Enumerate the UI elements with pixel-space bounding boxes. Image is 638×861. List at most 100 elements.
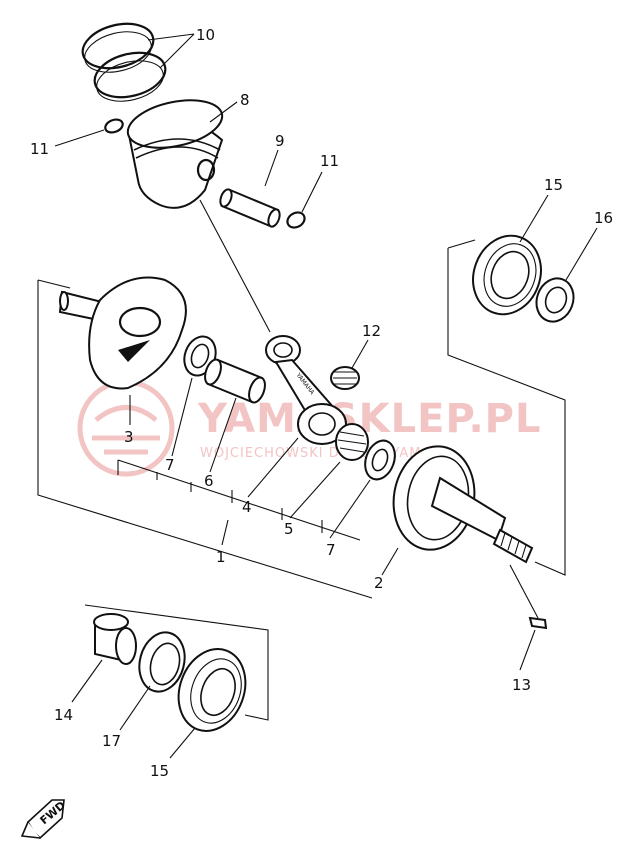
label-16: 16	[594, 209, 613, 227]
crank-assembly-bracket-top	[37, 279, 71, 289]
label-8: 8	[240, 91, 250, 109]
washer-right-inner	[371, 448, 389, 472]
piston-pin-bore	[196, 158, 216, 182]
bearing-left-outer	[177, 648, 247, 732]
leader-12	[351, 339, 369, 369]
watermark-brand: YAMASKLEP.PL	[197, 396, 541, 442]
piston-groove-1	[133, 138, 221, 151]
label-5: 5	[284, 520, 294, 538]
leader-15-bottom	[169, 727, 196, 759]
piston-ring-lower-inner	[96, 60, 164, 102]
piston-ring-upper	[81, 22, 155, 70]
piston-clip-right	[286, 211, 306, 229]
crank-right-shaft-thread	[492, 528, 534, 564]
leader-13	[519, 629, 536, 671]
label-3: 3	[124, 428, 134, 446]
part-labels: 10 8 11 9 11 15 16 12 3 7 6 4 5 7 1 2 13…	[30, 26, 613, 780]
oil-seal	[535, 277, 575, 323]
conrod-big-end	[297, 403, 347, 445]
woodruff-key	[528, 616, 548, 630]
washer-right-outer	[364, 439, 396, 481]
leader-1	[221, 519, 229, 546]
leader-4	[247, 437, 299, 498]
crank-index-ticks	[117, 460, 323, 533]
label-9: 9	[275, 132, 285, 150]
crank-half-right	[392, 445, 534, 564]
crank-left-shaft-end	[59, 291, 69, 311]
washer-left-inner	[190, 343, 210, 369]
piston-ring-lower	[93, 51, 167, 99]
collar-top	[93, 613, 129, 631]
washer-right	[364, 439, 396, 481]
crank-right-thread-lines	[500, 532, 527, 559]
leader-11-right	[301, 171, 323, 213]
crank-pin-end-right	[248, 376, 266, 404]
oil-seal-lower-outer	[138, 631, 186, 693]
collar	[93, 613, 137, 665]
leader-7-left	[171, 377, 193, 457]
leader-17	[119, 685, 151, 731]
oil-seal-inner	[544, 286, 568, 314]
connecting-rod: YAMAHA	[265, 335, 347, 445]
label-7-right: 7	[326, 541, 336, 559]
piston-crown	[126, 99, 224, 149]
lower-bearing-bracket	[84, 604, 269, 721]
label-11-left: 11	[30, 140, 49, 158]
leader-11-left	[54, 129, 105, 147]
label-17: 17	[102, 732, 121, 750]
bearing-left-inner	[200, 667, 236, 717]
piston-rings	[81, 22, 167, 102]
label-11-right: 11	[320, 152, 339, 170]
crank-left-web	[88, 276, 187, 390]
fwd-direction-marker: FWD	[20, 799, 68, 840]
label-2: 2	[374, 574, 384, 592]
leader-10	[147, 33, 195, 69]
crank-half-left	[58, 276, 187, 390]
crank-pin	[204, 358, 266, 404]
crank-assembly-index-line	[117, 459, 361, 541]
crank-pin-end-left	[204, 358, 222, 386]
label-10: 10	[196, 26, 215, 44]
leader-16	[565, 227, 598, 281]
piston-groove-2	[135, 146, 219, 159]
label-14: 14	[54, 706, 73, 724]
collar-face	[115, 627, 137, 665]
label-15-top: 15	[544, 176, 563, 194]
leader-piston-rod	[199, 199, 271, 333]
leader-9	[264, 149, 279, 187]
crank-assembly-bracket	[37, 280, 373, 599]
big-end-bearing-rollers	[337, 431, 367, 453]
bearing-right-inner	[490, 250, 530, 300]
oil-seal-outer	[535, 277, 575, 323]
bearing-left	[177, 648, 247, 732]
leader-14	[71, 659, 103, 703]
piston-clips	[104, 118, 306, 229]
bearing-right	[472, 234, 542, 316]
assembly-frames	[37, 239, 566, 721]
label-4: 4	[242, 498, 252, 516]
bearing-right-balls	[483, 243, 537, 307]
leader-5	[289, 461, 341, 519]
right-bearing-bracket	[447, 248, 566, 576]
leader-7-right	[329, 479, 371, 539]
leader-8	[209, 101, 238, 123]
conrod-small-end-bore	[273, 342, 293, 358]
fwd-arrow-head-icon	[20, 821, 41, 839]
big-end-bearing	[335, 423, 369, 461]
label-13: 13	[512, 676, 531, 694]
piston	[126, 99, 224, 209]
piston-pin-end-right	[267, 208, 281, 228]
crank-left-web-recess	[118, 340, 150, 362]
conrod-big-end-bore	[308, 412, 336, 436]
oil-seal-lower	[138, 631, 186, 693]
small-end-bearing-rollers	[333, 371, 357, 385]
right-bearing-bracket-top	[447, 239, 476, 249]
label-12: 12	[362, 322, 381, 340]
leader-15-top	[519, 194, 549, 243]
piston-clip-left	[104, 118, 124, 134]
piston-ring-upper-inner	[84, 31, 152, 73]
oil-seal-lower-inner	[149, 642, 181, 686]
crank-left-web-bore	[118, 306, 162, 338]
label-15-bottom: 15	[150, 762, 169, 780]
